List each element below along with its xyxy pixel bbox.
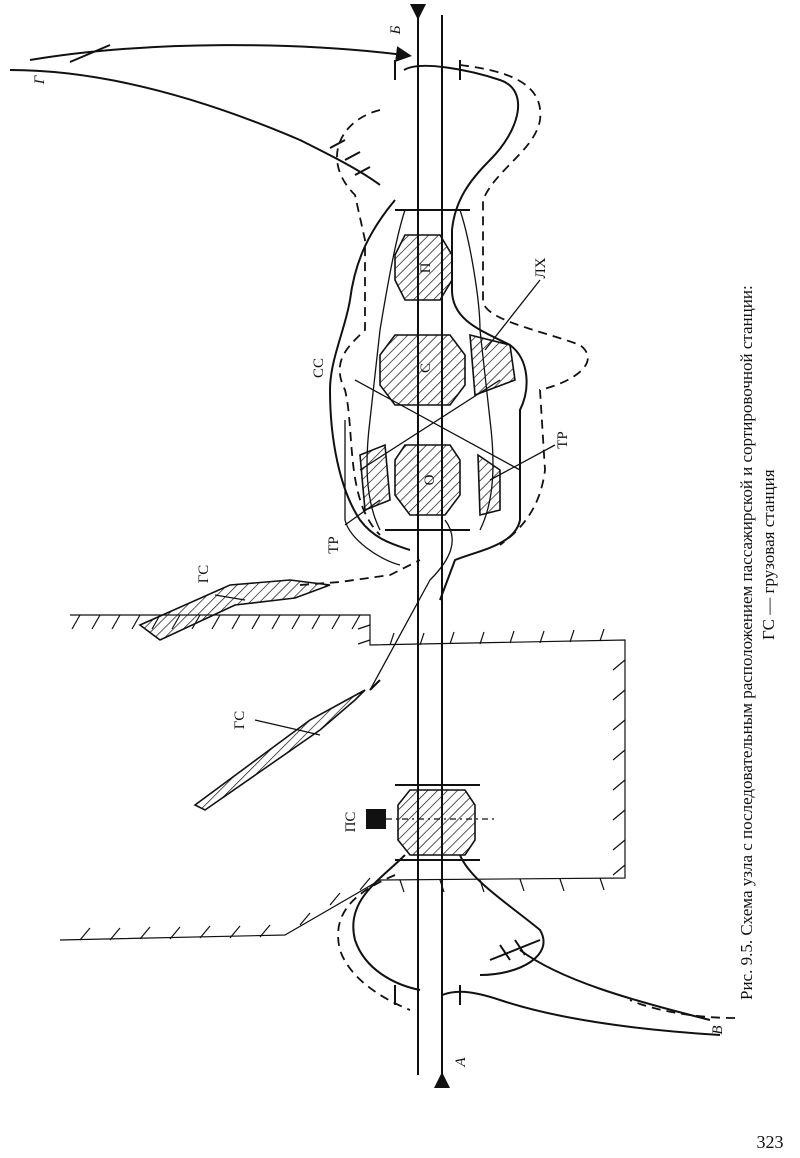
park-ps	[397, 789, 476, 856]
station-boundaries	[329, 60, 526, 1005]
terrain-boundary	[59, 614, 626, 941]
passenger-building-icon	[366, 809, 386, 829]
park-lh	[469, 333, 516, 397]
diagram-labels: Б Г В А ПС ГС ГС СС ТР ТР ЛХ П С О	[32, 25, 726, 1067]
leader-lines	[214, 279, 556, 736]
bypass-lines	[328, 64, 589, 601]
gs-bottom-yard	[193, 689, 366, 811]
label-dir-g: Г	[32, 74, 48, 85]
park-tr-right	[477, 453, 501, 517]
label-dir-v: В	[710, 1025, 726, 1034]
main-tracks	[410, 4, 450, 1088]
park-p	[394, 234, 453, 301]
label-tr-right: ТР	[555, 431, 571, 449]
station-parks	[138, 234, 516, 856]
station-bypass-lower	[337, 854, 545, 1011]
park-o	[394, 444, 461, 516]
label-gs-top: ГС	[196, 565, 212, 583]
gs-bottom-connection	[369, 679, 381, 691]
label-dir-a: А	[453, 1057, 469, 1068]
caption-line-1: Рис. 9.5. Схема узла с последовательным …	[737, 285, 756, 1000]
page-number: 323	[757, 1132, 784, 1152]
gs-top-connection	[299, 559, 421, 586]
label-tr-left: ТР	[326, 536, 342, 554]
park-s	[379, 334, 466, 406]
label-ps: ПС	[343, 812, 359, 833]
label-dir-b: Б	[388, 25, 404, 35]
label-lh: ЛХ	[533, 257, 549, 278]
label-park-p: П	[418, 262, 434, 273]
label-ss: СС	[311, 358, 327, 378]
caption-line-2: ГС — грузовая станция	[759, 469, 778, 640]
label-park-s: С	[418, 363, 434, 373]
label-gs-bottom: ГС	[232, 711, 248, 729]
approach-lines	[9, 44, 736, 1036]
figure-caption: Рис. 9.5. Схема узла с последовательным …	[737, 285, 778, 1000]
park-tr-left	[359, 443, 391, 512]
gs-top-yard	[138, 579, 331, 641]
label-park-o: О	[422, 474, 438, 485]
